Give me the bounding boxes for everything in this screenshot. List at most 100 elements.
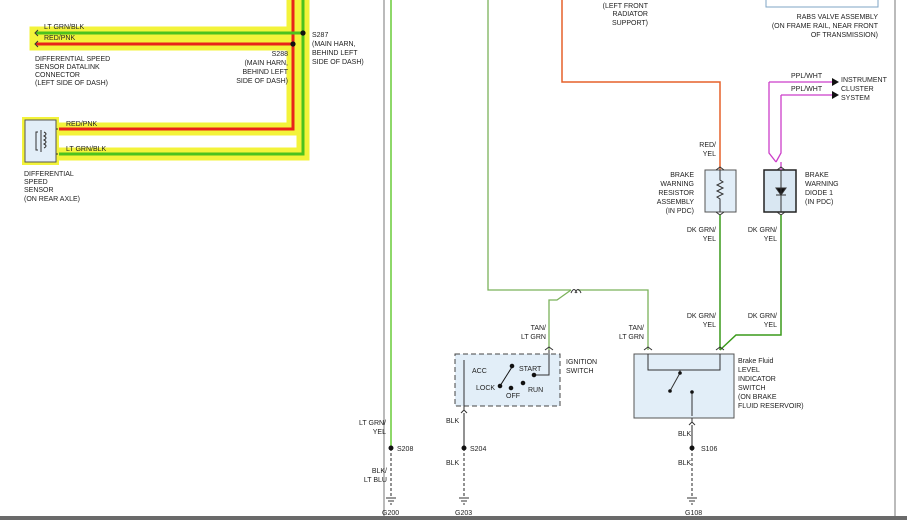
instrument-cluster-label: INSTRUMENT CLUSTER SYSTEM (841, 77, 888, 102)
wire-label-ppl-wht-1: PPL/WHT (791, 73, 823, 80)
svg-text:ASSEMBLY: ASSEMBLY (657, 199, 695, 206)
wire-label-dk-grn-yel-1: DK GRN/ YEL (687, 227, 716, 243)
svg-text:TAN/: TAN/ (531, 325, 546, 332)
svg-text:BRAKE: BRAKE (805, 172, 829, 179)
svg-text:SIDE OF DASH): SIDE OF DASH) (236, 78, 288, 85)
resistor-icon (715, 170, 725, 212)
svg-text:WARNING: WARNING (660, 181, 694, 188)
svg-text:S288: S288 (272, 51, 288, 58)
wire-label-red-pnk-mid: RED/PNK (66, 121, 97, 128)
wire-dk-grn-yel (719, 215, 782, 351)
svg-text:SIDE OF DASH): SIDE OF DASH) (312, 59, 364, 66)
splice-s106-dot (689, 445, 695, 451)
wire-label-dk-grn-yel-3: DK GRN/ YEL (687, 313, 716, 329)
svg-text:BLK/: BLK/ (372, 468, 387, 475)
svg-text:SPEED: SPEED (24, 179, 48, 186)
wire-red-pnk-sensor (58, 44, 295, 131)
svg-text:BEHIND LEFT: BEHIND LEFT (312, 50, 358, 57)
datalink-connector-icon (34, 29, 39, 48)
svg-text:DK GRN/: DK GRN/ (748, 313, 777, 320)
splice-s208-label: S208 (397, 446, 413, 453)
svg-text:LEVEL: LEVEL (738, 367, 760, 374)
wire-label-blk-3: BLK (678, 431, 692, 438)
svg-text:WARNING: WARNING (805, 181, 839, 188)
svg-text:YEL: YEL (703, 236, 716, 243)
ign-pos-acc: ACC (472, 368, 487, 375)
svg-text:LT GRN: LT GRN (619, 334, 644, 341)
rabs-valve-frame (765, 0, 879, 8)
svg-text:DIFFERENTIAL: DIFFERENTIAL (24, 171, 74, 178)
ignition-switch-label: IGNITION SWITCH (566, 359, 597, 375)
svg-text:YEL: YEL (703, 322, 716, 329)
bottom-frame-bar (0, 516, 907, 520)
tan-lt-grn-wiring (487, 0, 649, 350)
radiator-support-label: (LEFT FRONT RADIATOR SUPPORT) (603, 3, 649, 27)
instrument-cluster-arrow-icon (832, 78, 839, 99)
circuit-g108 (687, 425, 697, 505)
brake-warning-resistor (704, 166, 737, 216)
svg-text:DK GRN/: DK GRN/ (687, 313, 716, 320)
svg-text:RESISTOR: RESISTOR (658, 190, 694, 197)
svg-text:LT GRN/: LT GRN/ (359, 420, 386, 427)
splice-s204-dot (461, 445, 467, 451)
sensor-coil-icon (35, 130, 47, 152)
brake-warning-diode (763, 162, 797, 216)
ign-pos-start: START (519, 366, 542, 373)
ignition-switch-contacts-icon (463, 354, 550, 406)
splice-s106-label: S106 (701, 446, 717, 453)
svg-text:(IN PDC): (IN PDC) (666, 208, 694, 215)
ground-g203-icon (459, 497, 469, 505)
svg-text:RED/: RED/ (699, 142, 716, 149)
wire-label-blk-1: BLK (446, 418, 460, 425)
wire-label-blk-2: BLK (446, 460, 460, 467)
svg-text:IGNITION: IGNITION (566, 359, 597, 366)
ground-g200-icon (386, 497, 396, 505)
splice-s208-dot (388, 445, 394, 451)
wire-label-dk-grn-yel-4: DK GRN/ YEL (748, 313, 777, 329)
wire-label-lt-grn-yel: LT GRN/ YEL (359, 420, 386, 436)
svg-text:YEL: YEL (764, 322, 777, 329)
ign-pos-off: OFF (506, 393, 520, 400)
brake-fluid-switch-label: Brake Fluid LEVEL INDICATOR SWITCH (ON B… (738, 358, 804, 410)
wire-label-dk-grn-yel-2: DK GRN/ YEL (748, 227, 777, 243)
rabs-valve-label: RABS VALVE ASSEMBLY (ON FRAME RAIL, NEAR… (772, 14, 879, 39)
splice-s288-label: S288 (MAIN HARN, BEHIND LEFT SIDE OF DAS… (236, 51, 288, 85)
svg-text:INSTRUMENT: INSTRUMENT (841, 77, 888, 84)
ground-g203-label: G203 (455, 510, 472, 517)
svg-text:CLUSTER: CLUSTER (841, 86, 874, 93)
svg-text:(LEFT FRONT: (LEFT FRONT (603, 3, 649, 10)
wire-label-lt-grn-blk-top: LT GRN/BLK (44, 24, 85, 31)
svg-text:FLUID RESERVOIR): FLUID RESERVOIR) (738, 403, 804, 410)
wire-label-lt-grn-blk-mid: LT GRN/BLK (66, 146, 107, 153)
wire-label-red-yel: RED/ YEL (699, 142, 716, 158)
splice-s204-label: S204 (470, 446, 486, 453)
svg-text:SYSTEM: SYSTEM (841, 95, 870, 102)
splice-s287-dot (300, 30, 306, 36)
wire-ppl-wht (768, 81, 832, 163)
wire-red-yel (561, 0, 721, 170)
svg-text:(MAIN HARN,: (MAIN HARN, (244, 60, 288, 67)
svg-text:BRAKE: BRAKE (670, 172, 694, 179)
circuit-g200 (386, 0, 396, 505)
svg-text:BEHIND LEFT: BEHIND LEFT (242, 69, 288, 76)
wire-label-tan-ltgrn-2: TAN/ LT GRN (619, 325, 644, 341)
datalink-connector-label: DIFFERENTIAL SPEED SENSOR DATALINK CONNE… (35, 56, 110, 87)
svg-text:SENSOR DATALINK: SENSOR DATALINK (35, 64, 100, 71)
wire-label-blk-lt-blu: BLK/ LT BLU (364, 468, 387, 484)
svg-text:YEL: YEL (373, 429, 386, 436)
svg-text:YEL: YEL (703, 151, 716, 158)
wire-label-red-pnk-top: RED/PNK (44, 35, 75, 42)
splice-s287-label: S287 (MAIN HARN, BEHIND LEFT SIDE OF DAS… (312, 32, 364, 66)
svg-text:LT GRN: LT GRN (521, 334, 546, 341)
svg-text:(MAIN HARN,: (MAIN HARN, (312, 41, 356, 48)
svg-text:(LEFT SIDE OF DASH): (LEFT SIDE OF DASH) (35, 80, 108, 87)
crossover-hop-icon (570, 289, 582, 294)
svg-text:(ON REAR AXLE): (ON REAR AXLE) (24, 196, 80, 203)
wire-lt-grn-blk-sensor (58, 33, 305, 156)
brake-fluid-level-switch (633, 346, 735, 426)
ground-g200-label: G200 (382, 510, 399, 517)
circuit-g203 (459, 413, 469, 505)
svg-text:S287: S287 (312, 32, 328, 39)
svg-text:YEL: YEL (764, 236, 777, 243)
svg-text:(ON FRAME RAIL, NEAR FRONT: (ON FRAME RAIL, NEAR FRONT (772, 23, 879, 30)
